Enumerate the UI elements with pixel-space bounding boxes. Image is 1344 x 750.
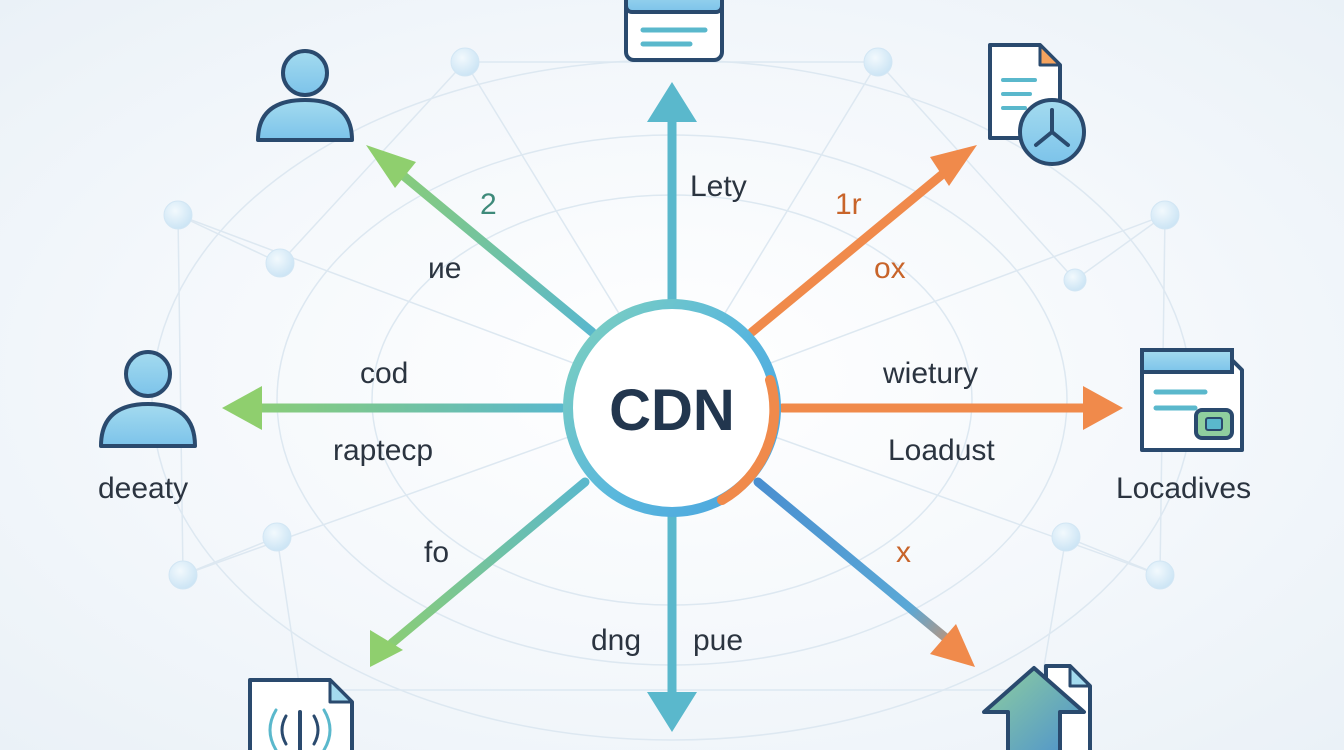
label-right-b: Loadust bbox=[888, 434, 995, 467]
network-node bbox=[168, 560, 198, 590]
arrow-up bbox=[647, 82, 697, 335]
network-node bbox=[262, 522, 292, 552]
arrow-down-left bbox=[370, 477, 590, 667]
network-node bbox=[863, 47, 893, 77]
user-icon bbox=[99, 350, 197, 448]
network-node bbox=[265, 248, 295, 278]
network-node bbox=[1150, 200, 1180, 230]
document-clock-icon bbox=[988, 43, 1086, 166]
label-up-left-a: 2 bbox=[480, 188, 497, 221]
cdn-node: CDN bbox=[563, 299, 781, 517]
label-left-a: cod bbox=[360, 357, 408, 390]
label-up: Lety bbox=[690, 170, 747, 203]
label-down-left: fo bbox=[424, 536, 449, 569]
network-node bbox=[1063, 268, 1087, 292]
label-down-a: dng bbox=[591, 624, 641, 657]
network-nodes bbox=[163, 47, 1180, 590]
window-icon bbox=[1140, 348, 1244, 452]
arrow-left bbox=[222, 386, 567, 430]
server-icon bbox=[624, 0, 724, 62]
network-node bbox=[163, 200, 193, 230]
network-node bbox=[450, 47, 480, 77]
arrow-down-right bbox=[753, 477, 975, 667]
label-up-right-a: 1r bbox=[835, 188, 862, 221]
label-left-b: raptecp bbox=[333, 434, 433, 467]
arrow-down bbox=[647, 485, 697, 732]
label-right-a: wietury bbox=[882, 357, 978, 390]
node-label-left-user: deeaty bbox=[98, 472, 188, 505]
arrow-up-left bbox=[366, 145, 597, 337]
arrow-up-right bbox=[747, 145, 977, 337]
arrow-right bbox=[777, 386, 1123, 430]
label-down-right: x bbox=[896, 536, 911, 569]
network-node bbox=[1145, 560, 1175, 590]
user-icon bbox=[256, 49, 354, 142]
node-label-right-window: Locadives bbox=[1116, 472, 1251, 505]
label-down-b: pue bbox=[693, 624, 743, 657]
network-node bbox=[1051, 522, 1081, 552]
document-signal-icon bbox=[248, 678, 354, 750]
cdn-label: CDN bbox=[609, 378, 735, 443]
upload-icon bbox=[982, 664, 1092, 750]
label-up-left-b: иe bbox=[428, 252, 461, 285]
label-up-right-b: ox bbox=[874, 252, 906, 285]
